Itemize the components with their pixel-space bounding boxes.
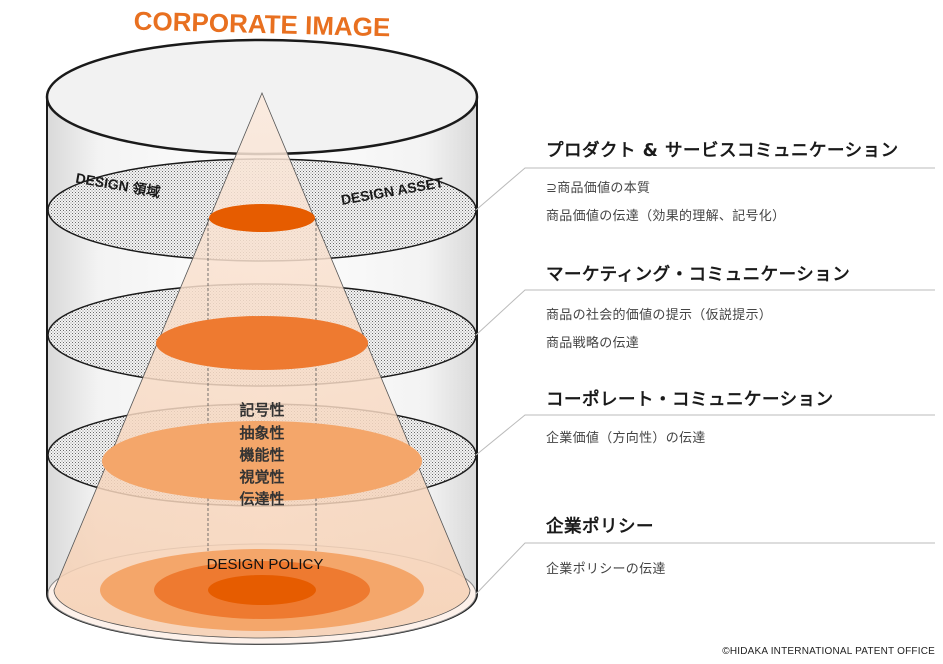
connector-policy (475, 542, 935, 595)
cone-section-middle (156, 316, 368, 370)
base-ring-inner (208, 575, 316, 605)
design-policy-label: DESIGN POLICY (207, 556, 324, 573)
attribute-label: 伝達性 (239, 490, 284, 508)
attribute-label: 視覚性 (238, 468, 284, 486)
section-line: 商品戦略の伝達 (546, 336, 640, 351)
section-line: 商品の社会的価値の提示（仮説提示） (546, 308, 773, 323)
section-line: 商品価値の伝達（効果的理解、記号化） (546, 209, 786, 224)
section-line: ⊇商品価値の本質 (546, 181, 651, 196)
attribute-label: 抽象性 (239, 424, 284, 442)
diagram-title: CORPORATE IMAGE (133, 6, 390, 43)
section-heading-marketing: マーケティング・コミュニケーション (546, 265, 851, 285)
connector-lines (475, 167, 935, 595)
inner-column (207, 218, 317, 590)
section-line: 企業ポリシーの伝達 (546, 562, 666, 577)
attribute-labels: 記号性 抽象性 機能性 視覚性 伝達性 (238, 401, 284, 508)
section-line: 企業価値（方向性）の伝達 (546, 431, 706, 446)
copyright: ©HIDAKA INTERNATIONAL PATENT OFFICE (722, 646, 935, 657)
connector-corporate (475, 414, 935, 456)
cone-section-top (209, 204, 315, 232)
connector-marketing (475, 289, 935, 336)
cone-section-lower (102, 421, 422, 501)
section-heading-corporate: コーポレート・コミュニケーション (546, 390, 834, 410)
section-heading-policy: 企業ポリシー (546, 517, 654, 537)
attribute-label: 機能性 (239, 446, 284, 464)
section-heading-product: プロダクト & サービスコミュニケーション (546, 141, 899, 161)
connector-product (475, 167, 935, 211)
attribute-label: 記号性 (239, 401, 284, 419)
